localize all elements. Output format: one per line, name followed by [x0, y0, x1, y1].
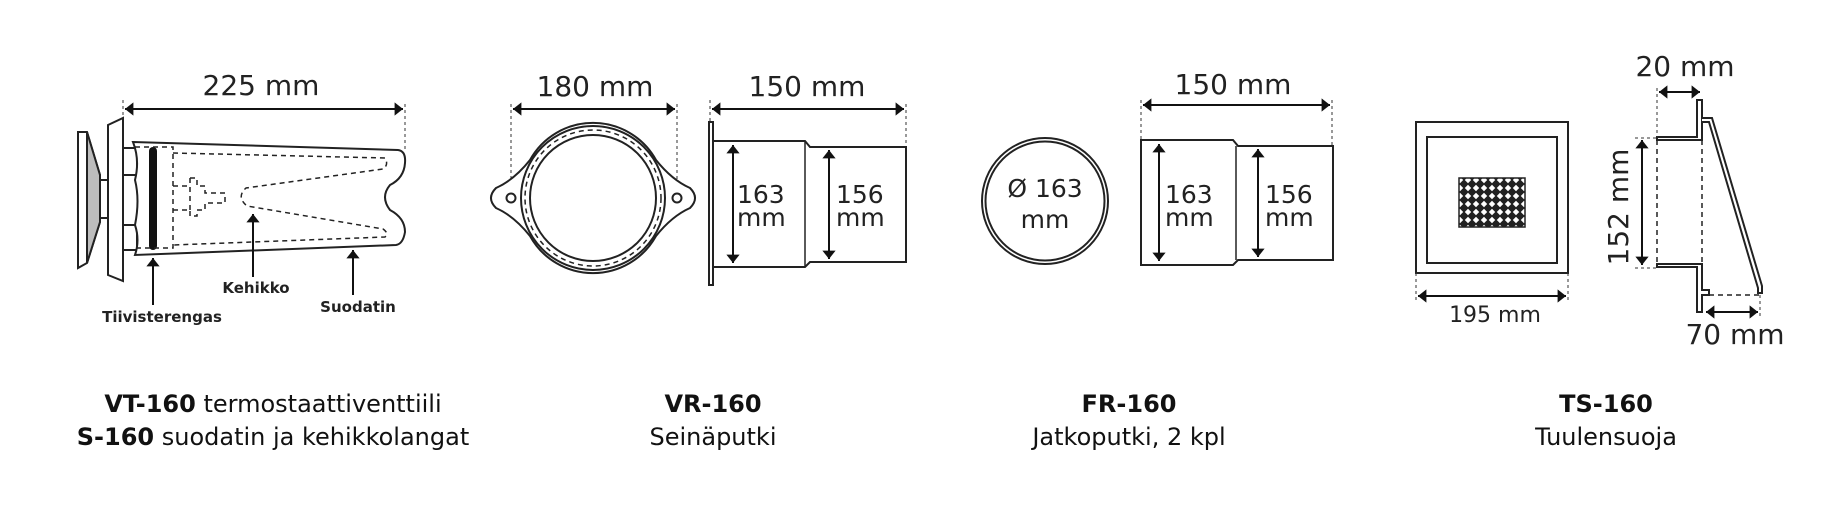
- product-code: VT-160: [104, 390, 195, 418]
- caption-s160: S-160 suodatin ja kehikkolangat: [77, 423, 470, 451]
- ts160-height-label: 152 mm: [1602, 149, 1635, 266]
- vr160-outer-dia-label: 163: [737, 180, 785, 209]
- fr160-length-label: 150 mm: [1175, 68, 1292, 101]
- fr160-inner-dia-unit: mm: [1265, 203, 1314, 232]
- ts160-depth-top-label: 20 mm: [1635, 50, 1734, 83]
- product-name: suodatin ja kehikkolangat: [162, 423, 470, 451]
- vr160-inner-dia-label: 156: [836, 180, 884, 209]
- vr160-length-label: 150 mm: [749, 70, 866, 103]
- ts160-side-profile: [1656, 99, 1703, 141]
- caption-vr160-name: Seinäputki: [649, 423, 776, 451]
- vr160-flange-width-label: 180 mm: [537, 70, 654, 103]
- vr160-outer-dia-unit: mm: [737, 203, 786, 232]
- fr160-diameter-unit: mm: [1021, 205, 1070, 234]
- caption-ts160-code: TS-160: [1559, 390, 1653, 418]
- vt160-wall-plate: [107, 116, 124, 283]
- ts160-drawing: 195 mm 20 mm 152 mm 70 mm: [1415, 50, 1785, 351]
- product-code: S-160: [77, 423, 154, 451]
- vt160-length-label: 225 mm: [203, 69, 320, 102]
- fr160-diameter-label: Ø 163: [1007, 174, 1082, 203]
- fr160-outer-dia-unit: mm: [1165, 203, 1214, 232]
- caption-vr160-code: VR-160: [664, 390, 761, 418]
- fr160-drawing: Ø 163 mm 150 mm 163 mm 156 mm: [981, 68, 1334, 266]
- label-kehikko: Kehikko: [222, 279, 289, 297]
- vr160-pipe-side: [712, 140, 907, 268]
- vt160-seal-ring: [149, 147, 157, 250]
- vr160-drawing: 180 mm 150 mm 163 mm 156 mm: [490, 70, 907, 286]
- vr160-inner-dia-unit: mm: [836, 203, 885, 232]
- product-name: termostaattiventtiili: [203, 390, 441, 418]
- label-tiivisterengas: Tiivisterengas: [102, 308, 222, 326]
- ts160-mesh: [1458, 177, 1526, 228]
- caption-vt160: VT-160 termostaattiventtiili: [104, 390, 441, 418]
- fr160-pipe-front: [981, 137, 1109, 265]
- ts160-width-label: 195 mm: [1449, 303, 1541, 328]
- vt160-drawing: 225 mm Tiivisterengas Kehikko Suodatin: [77, 69, 407, 326]
- fr160-pipe-side: [1140, 139, 1334, 266]
- caption-fr160-code: FR-160: [1082, 390, 1177, 418]
- caption-ts160-name: Tuulensuoja: [1534, 423, 1677, 451]
- label-suodatin: Suodatin: [320, 298, 396, 316]
- caption-fr160-name: Jatkoputki, 2 kpl: [1030, 423, 1225, 451]
- fr160-outer-dia-label: 163: [1165, 180, 1213, 209]
- vt160-frame-outline: [172, 152, 388, 246]
- fr160-inner-dia-label: 156: [1265, 180, 1313, 209]
- vt160-body: [131, 140, 407, 257]
- ts160-depth-bottom-label: 70 mm: [1685, 318, 1784, 351]
